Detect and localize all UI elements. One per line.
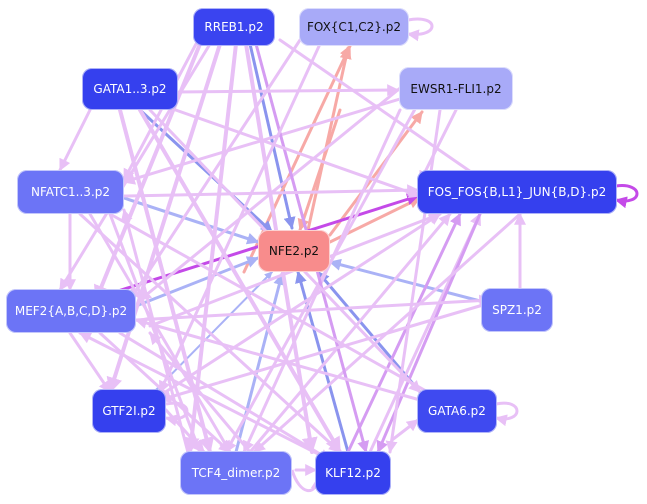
- node-mef2[interactable]: MEF2{A,B,C,D}.p2: [6, 289, 136, 333]
- edge-3: [328, 110, 424, 237]
- edge-19: [346, 212, 462, 454]
- node-nfe2[interactable]: NFE2.p2: [258, 230, 330, 272]
- edge-40: [58, 108, 92, 172]
- node-ewsr1[interactable]: EWSR1-FLI1.p2: [399, 67, 513, 110]
- edge-58: [78, 331, 332, 462]
- edge-29: [183, 42, 238, 454]
- self-loop-1: [614, 184, 639, 209]
- edge-53: [390, 418, 420, 442]
- edge-36: [138, 108, 342, 454]
- edge-2: [306, 46, 352, 232]
- edge-23: [242, 108, 402, 454]
- edge-28: [106, 42, 222, 394]
- edge-15: [94, 193, 420, 300]
- self-loop-3: [164, 401, 189, 427]
- edge-60: [58, 42, 212, 292]
- self-loop-2: [494, 401, 519, 427]
- edge-59: [122, 42, 198, 182]
- node-gtf2i[interactable]: GTF2I.p2: [92, 389, 166, 433]
- edge-38: [168, 106, 422, 199]
- edge-26: [224, 98, 422, 454]
- node-klf12[interactable]: KLF12.p2: [315, 451, 391, 495]
- edge-54: [158, 298, 502, 403]
- node-gata13[interactable]: GATA1..3.p2: [82, 68, 178, 110]
- node-nfatc[interactable]: NFATC1..3.p2: [17, 170, 124, 214]
- node-spz1[interactable]: SPZ1.p2: [481, 288, 553, 332]
- edge-47: [68, 331, 112, 394]
- node-gata6[interactable]: GATA6.p2: [417, 389, 497, 433]
- self-loop-0: [406, 17, 434, 42]
- edge-55: [134, 317, 422, 402]
- edge-8: [134, 256, 260, 308]
- node-fos[interactable]: FOS_FOS{B,L1}_JUN{B,D}.p2: [417, 170, 617, 214]
- node-tcf4[interactable]: TCF4_dimer.p2: [180, 451, 292, 495]
- node-rreb1[interactable]: RREB1.p2: [193, 8, 275, 46]
- edge-44: [78, 212, 342, 454]
- edge-49: [118, 331, 332, 462]
- edge-25: [138, 78, 412, 302]
- edge-18: [248, 212, 452, 454]
- edge-62: [385, 108, 442, 454]
- node-fox[interactable]: FOX{C1,C2}.p2: [299, 8, 409, 46]
- edge-42: [122, 184, 420, 198]
- edge-39: [174, 84, 400, 97]
- edge-32: [278, 38, 502, 194]
- edge-50: [134, 294, 492, 322]
- edge-0: [248, 42, 296, 230]
